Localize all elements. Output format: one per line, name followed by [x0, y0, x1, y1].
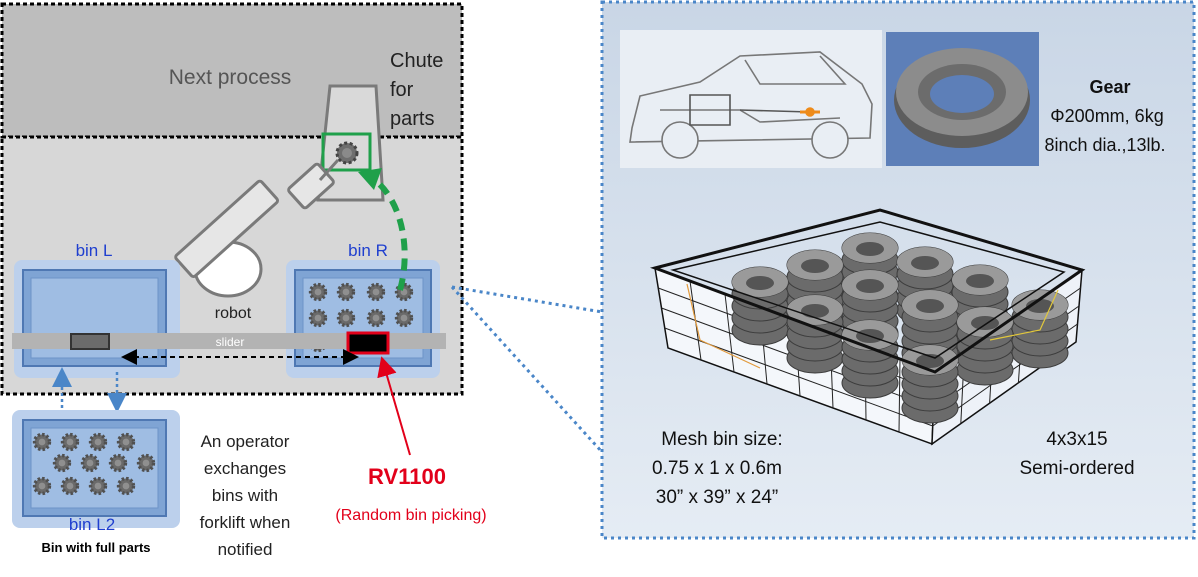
gear-icon: [60, 476, 80, 496]
mesh-bin: [649, 208, 1086, 446]
layout-count: 4x3x15: [1046, 429, 1107, 450]
rv1100-pointer-arrow: [377, 356, 411, 456]
mesh-size-imperial: 30” x 39” x 24”: [656, 487, 779, 508]
gear-stack-icon: [901, 344, 959, 424]
picking-path-arrow: [373, 177, 408, 291]
gear-icon: [308, 308, 328, 328]
picking-path-arrowhead: [358, 168, 382, 190]
gear-icon: [116, 432, 136, 452]
bin-full-caption: Bin with full parts: [41, 540, 150, 555]
next-process-label: Next process: [169, 66, 292, 89]
gear-stack-icon: [841, 319, 899, 399]
gear-icon: [366, 282, 386, 302]
mesh-size-title: Mesh bin size:: [661, 429, 782, 450]
slider-carriage-left: [70, 333, 110, 350]
gear-icon: [60, 432, 80, 452]
operator-description: An operator exchanges bins with forklift…: [200, 432, 291, 559]
chute-label-line1: Chute: [390, 50, 443, 72]
gear-icon: [336, 282, 356, 302]
rv1100-sensor-box: [346, 331, 390, 355]
bin-r-label: bin R: [348, 241, 388, 260]
gear-icon: [108, 453, 128, 473]
chute-label-line3: parts: [390, 108, 434, 130]
rv1100-sublabel: (Random bin picking): [335, 507, 486, 524]
chute-target-box: [321, 132, 372, 172]
gear-spec-1: Φ200mm, 6kg: [1050, 106, 1163, 126]
gear-icon: [336, 308, 356, 328]
gear-spec-2: 8inch dia.,13lb.: [1044, 135, 1165, 155]
gear-icon: [32, 432, 52, 452]
svg-text:exchanges: exchanges: [204, 459, 286, 478]
callout-line-bottom: [450, 285, 604, 454]
gear-icon: [80, 453, 100, 473]
gear-icon: [136, 453, 156, 473]
gear-icon: [116, 476, 136, 496]
gear-icon: [88, 476, 108, 496]
chute-label-line2: for: [390, 79, 414, 101]
layout-type: Semi-ordered: [1019, 458, 1134, 479]
svg-text:forklift when: forklift when: [200, 513, 291, 532]
gear-icon: [394, 308, 414, 328]
bin-l-label: bin L: [76, 241, 113, 260]
slider-rail: [12, 333, 446, 349]
gear-stack-icon: [786, 294, 844, 374]
gear-icon: [308, 282, 328, 302]
svg-text:notified: notified: [218, 540, 273, 559]
slider-label: slider: [216, 335, 245, 349]
gear-icon: [32, 476, 52, 496]
gear-icon: [366, 308, 386, 328]
svg-text:bins with: bins with: [212, 486, 278, 505]
mesh-size-metric: 0.75 x 1 x 0.6m: [652, 458, 782, 479]
bin-l2-label: bin L2: [69, 515, 115, 534]
gear-photo-icon: [894, 48, 1030, 148]
robot-arm: [174, 158, 340, 279]
car-illustration-icon: [629, 51, 873, 159]
gear-in-chute-icon: [335, 141, 359, 165]
next-process-zone: [0, 2, 464, 139]
gear-icon: [52, 453, 72, 473]
gear-stack-icon: [956, 306, 1014, 386]
callout-line-top: [451, 285, 603, 314]
rv1100-label: RV1100: [368, 464, 446, 489]
bin-l2-gears: [32, 432, 156, 496]
gear-icon: [88, 432, 108, 452]
svg-text:An operator: An operator: [201, 432, 290, 451]
gear-title: Gear: [1089, 77, 1130, 97]
robot-label: robot: [215, 305, 252, 322]
